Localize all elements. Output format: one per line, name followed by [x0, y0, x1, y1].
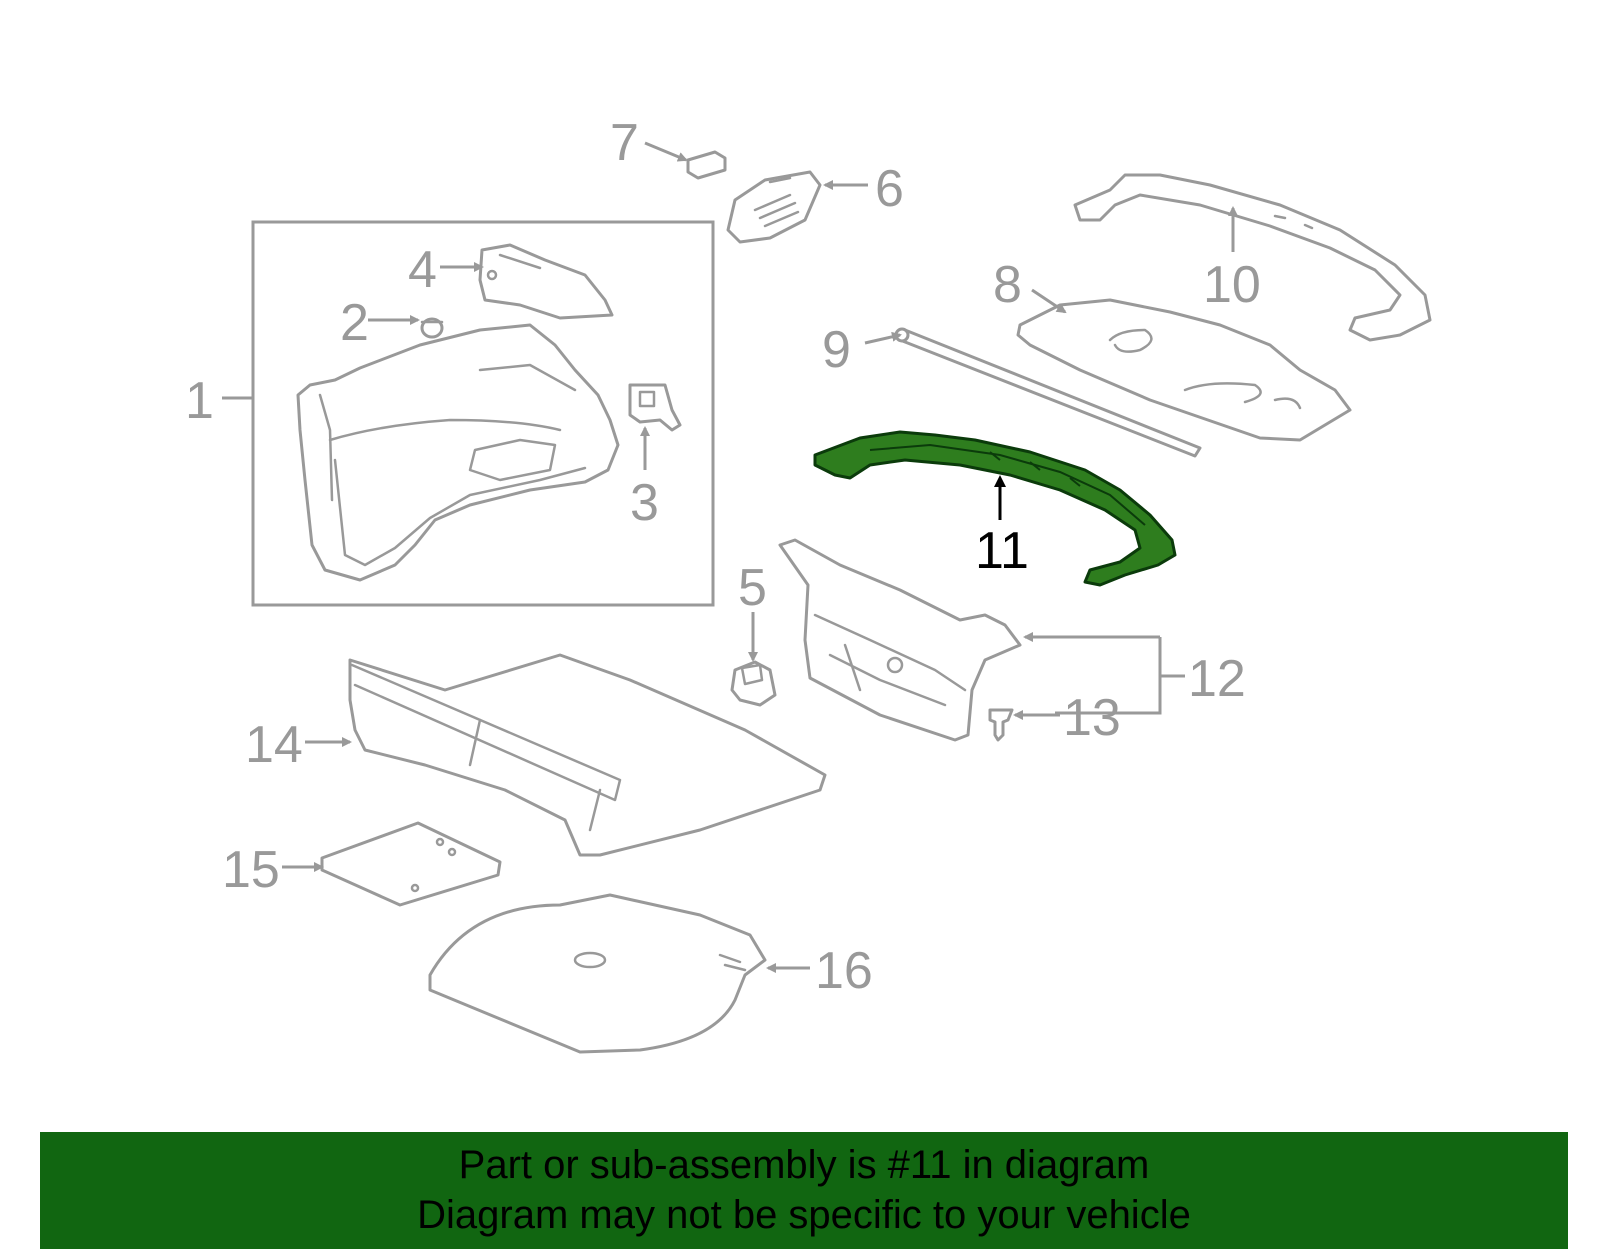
callout-11: 11	[975, 522, 1029, 580]
part-11-highlighted-trim[interactable]	[813, 430, 1177, 587]
callout-7: 7	[610, 114, 639, 172]
leader-7	[644, 141, 688, 162]
banner-line-2: Diagram may not be specific to your vehi…	[417, 1193, 1191, 1237]
part-8-package-tray[interactable]	[1016, 298, 1352, 442]
part-11-shape[interactable]	[813, 430, 1177, 587]
callout-8: 8	[993, 256, 1022, 314]
part-5-bumper[interactable]	[730, 660, 777, 707]
callout-4: 4	[408, 241, 437, 299]
assembly-box	[251, 220, 715, 607]
part-15-panel[interactable]	[320, 821, 502, 907]
leader-9	[864, 331, 902, 345]
callout-15: 15	[222, 841, 280, 899]
part-13-push-pin[interactable]	[988, 708, 1014, 742]
leader-12	[1055, 637, 1162, 715]
part-3-bracket[interactable]	[628, 383, 682, 432]
callout-1: 1	[185, 372, 214, 430]
callout-16: 16	[815, 942, 873, 1000]
callout-numbers: 1 2 3 4 5 6 7 8 9 10 11 12 13 14 15 16	[185, 114, 1261, 1000]
callout-12: 12	[1188, 650, 1246, 708]
callout-5: 5	[738, 559, 767, 617]
callout-14: 14	[245, 716, 303, 774]
callout-6: 6	[875, 160, 904, 218]
info-banner: Part or sub-assembly is #11 in diagram D…	[40, 1132, 1568, 1249]
part-14-load-floor[interactable]	[348, 653, 827, 857]
callout-10: 10	[1203, 256, 1261, 314]
part-10-upper-trim[interactable]	[1073, 173, 1432, 342]
part-1-trim-panel[interactable]	[296, 323, 620, 582]
callout-13: 13	[1063, 689, 1121, 747]
part-6-vent[interactable]	[726, 170, 822, 244]
banner-line-1: Part or sub-assembly is #11 in diagram	[458, 1143, 1150, 1187]
part-4-cover[interactable]	[478, 243, 614, 320]
part-16-spare-cover[interactable]	[428, 893, 767, 1054]
part-2-clip[interactable]	[420, 317, 444, 339]
callout-2: 2	[340, 294, 369, 352]
part-7-clip[interactable]	[686, 150, 727, 180]
part-12-rear-trim[interactable]	[778, 538, 1022, 742]
leader-lines	[222, 141, 1238, 973]
callout-9: 9	[822, 321, 851, 379]
leader-8	[1031, 288, 1067, 314]
callout-3: 3	[630, 474, 659, 532]
